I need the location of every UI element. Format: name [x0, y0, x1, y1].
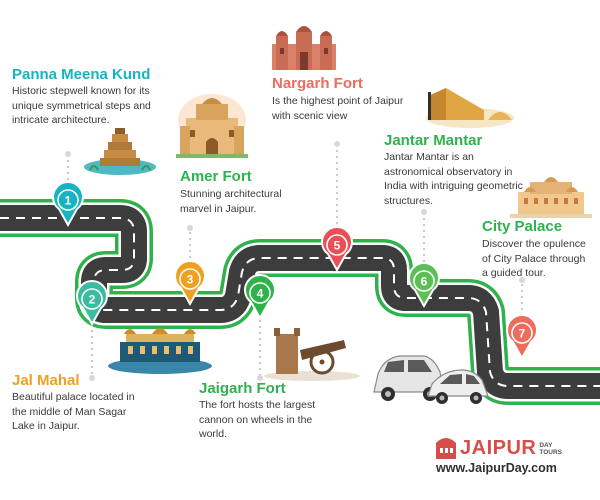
- brand-block: JAIPUR DAY TOURS www.JaipurDay.com: [436, 438, 586, 475]
- stop-2-title: Jal Mahal: [12, 372, 80, 389]
- stop-1-number: 1: [65, 194, 72, 208]
- stop-4-description: The fort hosts the largest cannon on whe…: [199, 399, 316, 440]
- brand-tagline-top: DAY: [539, 442, 553, 449]
- brand-tagline: DAY TOURS: [539, 442, 562, 456]
- amer-fort-illustration: [176, 94, 248, 158]
- stop-7-marker: 7: [506, 314, 538, 361]
- jantar-mantar-illustration: [426, 88, 514, 128]
- stop-6-number: 6: [421, 275, 428, 289]
- brand-url: www.JaipurDay.com: [436, 461, 557, 475]
- stop-2-number: 2: [89, 293, 96, 307]
- stop-4-number: 4: [257, 287, 264, 301]
- stop-7-number: 7: [519, 327, 526, 341]
- cars-illustration: [373, 355, 489, 404]
- nargarh-fort-illustration: [272, 26, 336, 70]
- stop-4-title: Jaigarh Fort: [199, 380, 286, 397]
- stop-7-description: Discover the opulence of City Palace thr…: [482, 238, 586, 279]
- winding-road: [0, 199, 600, 405]
- stop-5-marker: 5: [321, 226, 353, 273]
- stop-2-marker: 2: [76, 280, 108, 327]
- stop-6-description: Jantar Mantar is an astronomical observa…: [384, 151, 523, 207]
- city-palace-illustration: [510, 177, 592, 218]
- brand-name: JAIPUR: [460, 437, 537, 459]
- stop-1-title: Panna Meena Kund: [12, 66, 151, 83]
- stop-markers: 1 2 3 4 5 6 7: [52, 181, 538, 361]
- stop-6-title: Jantar Mantar: [384, 132, 483, 149]
- stop-6-marker: 6: [408, 262, 440, 309]
- stop-1-description: Historic stepwell known for its unique s…: [12, 85, 151, 126]
- connector-lines: [65, 141, 525, 381]
- road-center-dash: [0, 217, 600, 387]
- stop-5-description: Is the highest point of Jaipur with scen…: [272, 95, 404, 122]
- stop-5-title: Nargarh Fort: [272, 75, 363, 92]
- stop-7-title: City Palace: [482, 218, 563, 235]
- brand-tagline-bottom: TOURS: [539, 449, 562, 456]
- stop-1-marker: 1: [52, 181, 84, 228]
- car-sedan: [427, 369, 489, 404]
- stepwell-illustration: [84, 128, 156, 175]
- jaigarh-cannon-illustration: [264, 328, 360, 381]
- stop-3-title: Amer Fort: [180, 168, 252, 185]
- stop-3-marker: 3: [174, 260, 206, 307]
- stop-2-description: Beautiful palace located in the middle o…: [12, 391, 135, 432]
- jal-mahal-illustration: [108, 328, 212, 374]
- stop-3-number: 3: [187, 273, 194, 287]
- stop-3-description: Stunning architectural marvel in Jaipur.: [180, 188, 282, 215]
- stop-5-number: 5: [334, 239, 341, 253]
- stop-4-marker: 4: [244, 274, 276, 321]
- jaipur-day-tours-logo-icon: [436, 438, 456, 459]
